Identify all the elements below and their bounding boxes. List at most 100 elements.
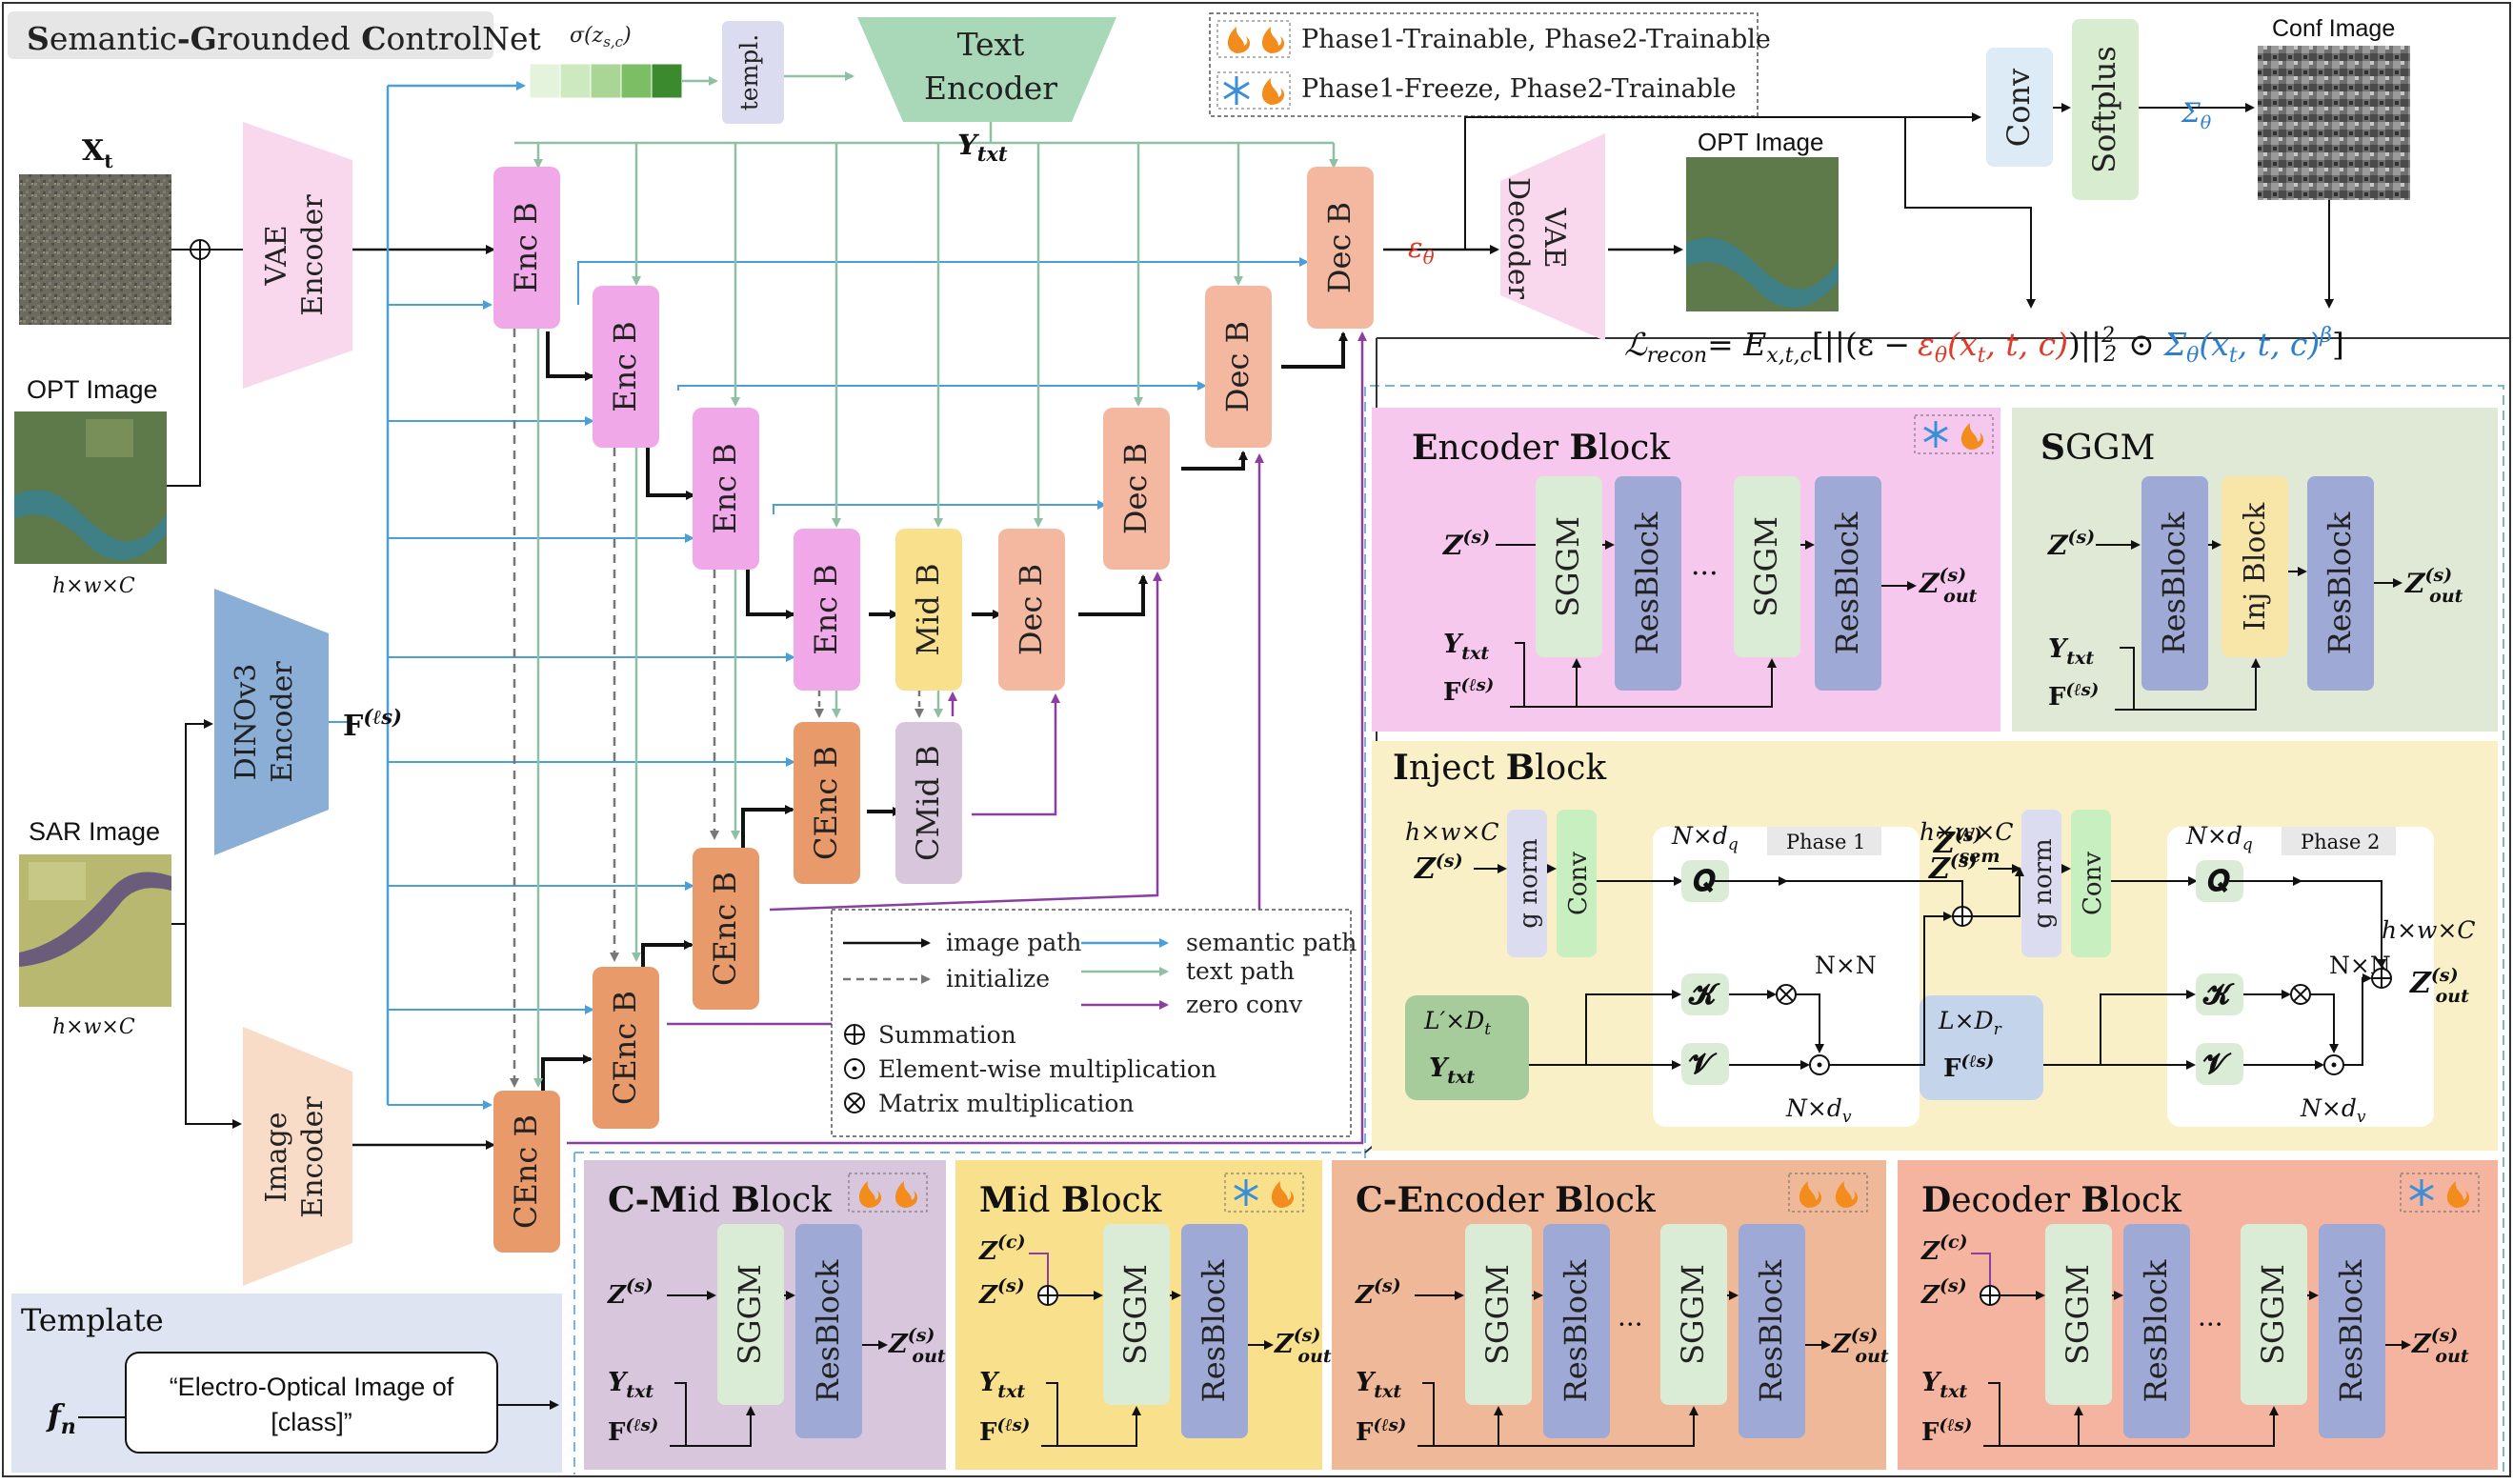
phase-legend (1209, 12, 1759, 117)
gnorm-box (1507, 810, 1547, 957)
f-symbol: F(ℓs) (1443, 675, 1494, 707)
resblock-box (2141, 476, 2208, 691)
f-symbol: F(ℓs) (979, 1415, 1030, 1447)
z-symbol: Z(s) (607, 1275, 653, 1310)
svg-text:N×N: N×N (1815, 952, 1877, 979)
inj-block-box (2221, 476, 2288, 657)
z-symbol: Z(s) (2047, 527, 2095, 561)
opt-image-output-thumbnail (1686, 157, 1839, 311)
z-symbol: Z(s)sem (1933, 825, 2000, 867)
elementwise-icon (844, 1058, 865, 1079)
legend-image-path: image path (946, 929, 1081, 956)
conv-box (2071, 810, 2111, 957)
z-symbol: Z(s) (1442, 527, 1490, 561)
svg-text:SGGM: SGGM (732, 1264, 768, 1365)
title-box (8, 11, 493, 59)
vae-decoder (1500, 133, 1605, 341)
resblock-box (795, 1224, 862, 1438)
text-encoder-label: Text (957, 26, 1025, 63)
dec-block-4: Dec B (998, 529, 1065, 691)
cenc-block-panel-title: C-Encoder Block (1356, 1180, 1657, 1220)
svg-text:ResBlock: ResBlock (810, 1259, 846, 1402)
ytxt-main-label: Ytxt (957, 129, 1008, 166)
svg-text:Conv: Conv (1564, 852, 1593, 915)
mid-block: Mid B (895, 529, 962, 691)
dinov3-encoder (214, 589, 329, 855)
svg-text:N×dq: N×dq (1671, 822, 1739, 854)
dec-block-panel-title: Decoder Block (1921, 1180, 2182, 1220)
opt-image-out-label: OPT Image (1698, 128, 1823, 156)
ytxt-symbol: Ytxt (1356, 1368, 1401, 1402)
legend-initialize: initialize (946, 965, 1050, 993)
ytxt-symbol: Ytxt (1429, 1053, 1475, 1088)
legend-text-path: text path (1186, 957, 1295, 985)
svg-text:ResBlock: ResBlock (2156, 511, 2192, 654)
svg-text:···: ··· (1618, 1309, 1643, 1340)
sigma-theta-label: Σθ (2181, 97, 2212, 133)
svg-text:N×dq: N×dq (2185, 822, 2253, 854)
z-symbol: Z(s)out (1274, 1325, 1332, 1367)
svg-text:Phase 2: Phase 2 (2301, 831, 2380, 853)
vae-decoder-label: VAEDecoder (1501, 177, 1571, 300)
sggm-box (1103, 1224, 1170, 1405)
cenc-block-2: CEnc B (593, 967, 659, 1129)
svg-text:L×Dr: L×Dr (1938, 1007, 2002, 1039)
sggm-box (1660, 1224, 1727, 1405)
svg-text:SGGM: SGGM (2255, 1264, 2291, 1365)
svg-text:N×dv: N×dv (1785, 1094, 1852, 1127)
svg-text:𝓚: 𝓚 (2202, 978, 2235, 1012)
cenc-block-4: CEnc B (794, 722, 860, 884)
svg-text:···: ··· (2198, 1309, 2223, 1340)
snowflake-icon (1234, 1179, 1258, 1206)
xt-label: Xt (82, 134, 113, 172)
sggm-box (1734, 476, 1800, 657)
fire-icon (2446, 1181, 2470, 1208)
cenc-block-3: CEnc B (693, 848, 759, 1010)
fire-icon (1835, 1181, 1859, 1208)
z-symbol: Z(s)out (1831, 1325, 1889, 1367)
template-text-line1: “Electro-Optical Image of (170, 1373, 454, 1401)
z-symbol: Z(s) (1920, 1275, 1967, 1310)
fire-icon (1960, 423, 1984, 450)
cenc-block-1-label: CEnc B (508, 1114, 544, 1229)
diagram-title: Semantic-Grounded ControlNet (27, 20, 541, 57)
path-legend (831, 909, 1352, 1137)
cmid-block: CMid B (895, 722, 962, 884)
dec-block-3: Dec B (1103, 408, 1170, 570)
enc-block-3-label: Enc B (707, 443, 743, 534)
inject-block-title: Inject Block (1393, 748, 1607, 788)
cmid-block-panel-title: C-Mid Block (608, 1180, 833, 1220)
image-encoder (243, 1027, 352, 1286)
svg-text:g norm: g norm (1515, 838, 1543, 928)
sigma-label: σ(zs,c) (570, 24, 632, 50)
cenc-block-1: CEnc B (493, 1091, 560, 1253)
z-symbol: Z(s) (1355, 1275, 1401, 1310)
dec-block-2: Dec B (1205, 286, 1272, 448)
svg-text:h×w×C: h×w×C (1405, 818, 1499, 846)
legend-trainable: Phase1-Trainable, Phase2-Trainable (1301, 25, 1771, 54)
snowflake-icon (2409, 1179, 2434, 1206)
enc-block-4-label: Enc B (808, 564, 844, 655)
xt-noise-image (19, 174, 171, 325)
matrix-mult-icon (844, 1093, 865, 1113)
svg-text:Conv: Conv (2079, 852, 2107, 915)
dec-block-1-label: Dec B (1321, 202, 1357, 293)
z-symbol: Z(s)out (2411, 1325, 2469, 1367)
opt-dim-label: h×w×C (52, 574, 135, 598)
svg-text:L′×Dt: L′×Dt (1423, 1007, 1491, 1039)
z-symbol: Z(s)out (2404, 565, 2463, 607)
mid-block-panel-title: Mid Block (979, 1180, 1163, 1220)
svg-text:𝓥: 𝓥 (1688, 1048, 1718, 1081)
dec-block-1: Dec B (1307, 167, 1374, 329)
sigma-score-bar (529, 63, 683, 99)
ytxt-symbol: Ytxt (979, 1368, 1025, 1402)
encoder-block-title: Encoder Block (1412, 428, 1671, 468)
resblock-box (1815, 476, 1881, 691)
